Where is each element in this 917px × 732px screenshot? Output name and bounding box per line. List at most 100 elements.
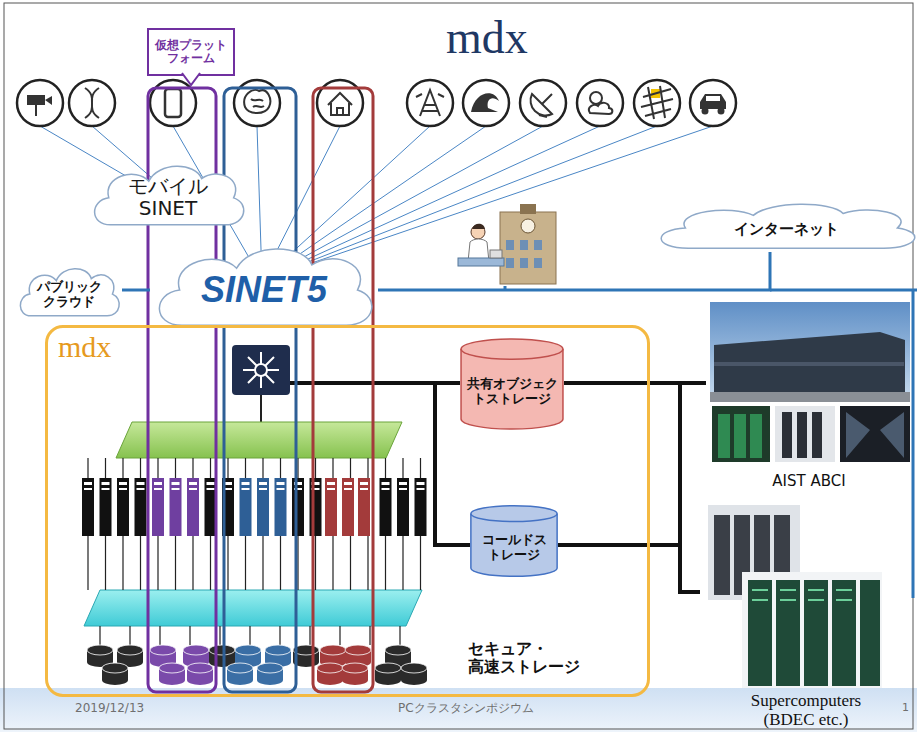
sensor-icons-part-part [463,80,509,126]
router-symbol-part [232,345,290,395]
sensor-icons [17,80,736,126]
compute-servers-part [117,478,129,536]
uplink-wire [260,395,262,422]
black-network-lines-part [678,383,682,545]
node-text: インターネット [734,221,839,238]
cloud-shape [20,269,119,316]
storage-disks-part [227,663,253,685]
network-switch [116,422,402,458]
compute-servers-part [275,478,287,536]
connector-line [564,381,706,385]
sensor-icons-part [577,80,623,126]
compute-servers [82,478,427,536]
storage-disks-part [317,663,343,685]
sensor-icons-part-part [690,80,736,126]
event-footer: PCクラスタシンポジウム [398,702,534,716]
sensor-icons-part-part [471,93,499,112]
node-text: 共有オブジェク トストレージ [464,377,560,406]
public-cloud: パブリック クラウド [16,262,122,320]
abci-photos-part [775,406,835,462]
slide-border [4,3,913,729]
cloud-shape [661,204,915,248]
sensor-icons-part-part [577,80,623,126]
mdx-box: mdx共有オブジェク トストレージコールドス トレージ [45,325,650,697]
researcher-illustration-part [458,258,504,266]
sensor-icons-part-part [539,94,552,117]
storage-switch [84,590,422,626]
sensor-icons-part [634,80,680,126]
cylinder-lid [461,349,563,359]
virtual-platform-frames-part [224,88,296,692]
sensor-icons-part-part [27,95,45,105]
supercomputer-photos-part [742,572,882,688]
cylinder-lid [471,514,557,522]
sinet5-cloud: SINET5 [150,238,378,332]
compute-servers-part [292,478,304,536]
researcher-illustration-part [472,224,485,229]
page-number: 1 [902,702,909,715]
abci-photos-part [718,414,730,458]
mobile-sinet-cloud: モバイル SINET [88,158,248,230]
blue-network-lines-part [770,289,917,292]
cloud-shape [95,166,244,225]
supercomputer-photos-part [832,580,856,686]
researcher-illustration-part [506,240,514,250]
abci-photos-part [710,302,910,402]
object-storage-cylinder: 共有オブジェク トストレージ [460,338,564,430]
supercomputer-photos-part [748,580,772,686]
callout-pointer [182,73,200,86]
sensor-icons-part [520,80,566,126]
compute-servers-part [342,478,354,536]
node-text: AIST ABCI [772,473,845,490]
abci-photos-part [797,412,807,458]
cylinder-body [471,506,557,577]
node-text: モバイル SINET [108,175,228,220]
abci-photos-part [734,414,746,458]
abci-photos-part [782,412,792,458]
abci-system: AIST ABCI [706,300,912,492]
abci-photos-part [812,412,822,458]
researcher-illustration-part [500,212,556,284]
compute-servers-part [325,478,337,536]
sensor-icons-part-part [407,80,453,126]
abci-photos-part [840,406,910,462]
abci-photos-part [710,392,910,402]
sensor-icons-part-part [718,108,725,115]
supercomputer-photos-part [860,580,880,686]
router-symbol-part [255,364,267,376]
abci-photos-part [712,406,770,462]
compute-servers-part [310,478,322,536]
abci-photos [710,302,910,462]
cylinder-body [461,339,563,429]
researcher-illustration-part [520,204,536,214]
compute-servers-part [358,478,370,536]
date-footer: 2019/12/13 [75,702,144,716]
abci-photos-part [714,362,904,366]
compute-servers-part [82,478,94,536]
sensor-icons-part-part [85,88,99,118]
sensor-icons-part-part [165,89,181,117]
server-wires [88,458,421,645]
researcher-illustration-part [534,240,542,250]
sensor-icons-part-part [700,94,726,109]
researcher-illustration-part [520,258,528,268]
internet-cloud: インターネット [650,198,917,252]
compute-servers-part [415,478,427,536]
node-text: 仮想プラット フォーム [152,39,230,66]
sensor-icons-part-part [244,90,270,113]
blue-network-lines-part [912,290,915,598]
sensor-icons-part-part [328,93,352,115]
sensor-icons-part-part [17,80,63,126]
router-symbol [232,345,290,395]
storage-disks-part [342,663,368,685]
researcher-illustration-part [490,250,502,258]
researcher-illustration-part [506,258,514,268]
node-text: mdx [58,330,111,364]
sensor-icons-part-part [35,105,37,116]
storage-caption: セキュア・ 高速ストレージ [468,640,618,677]
abci-photos-part [750,414,762,458]
compute-servers-part [240,478,252,536]
sensor-icons-part-part [641,86,673,119]
